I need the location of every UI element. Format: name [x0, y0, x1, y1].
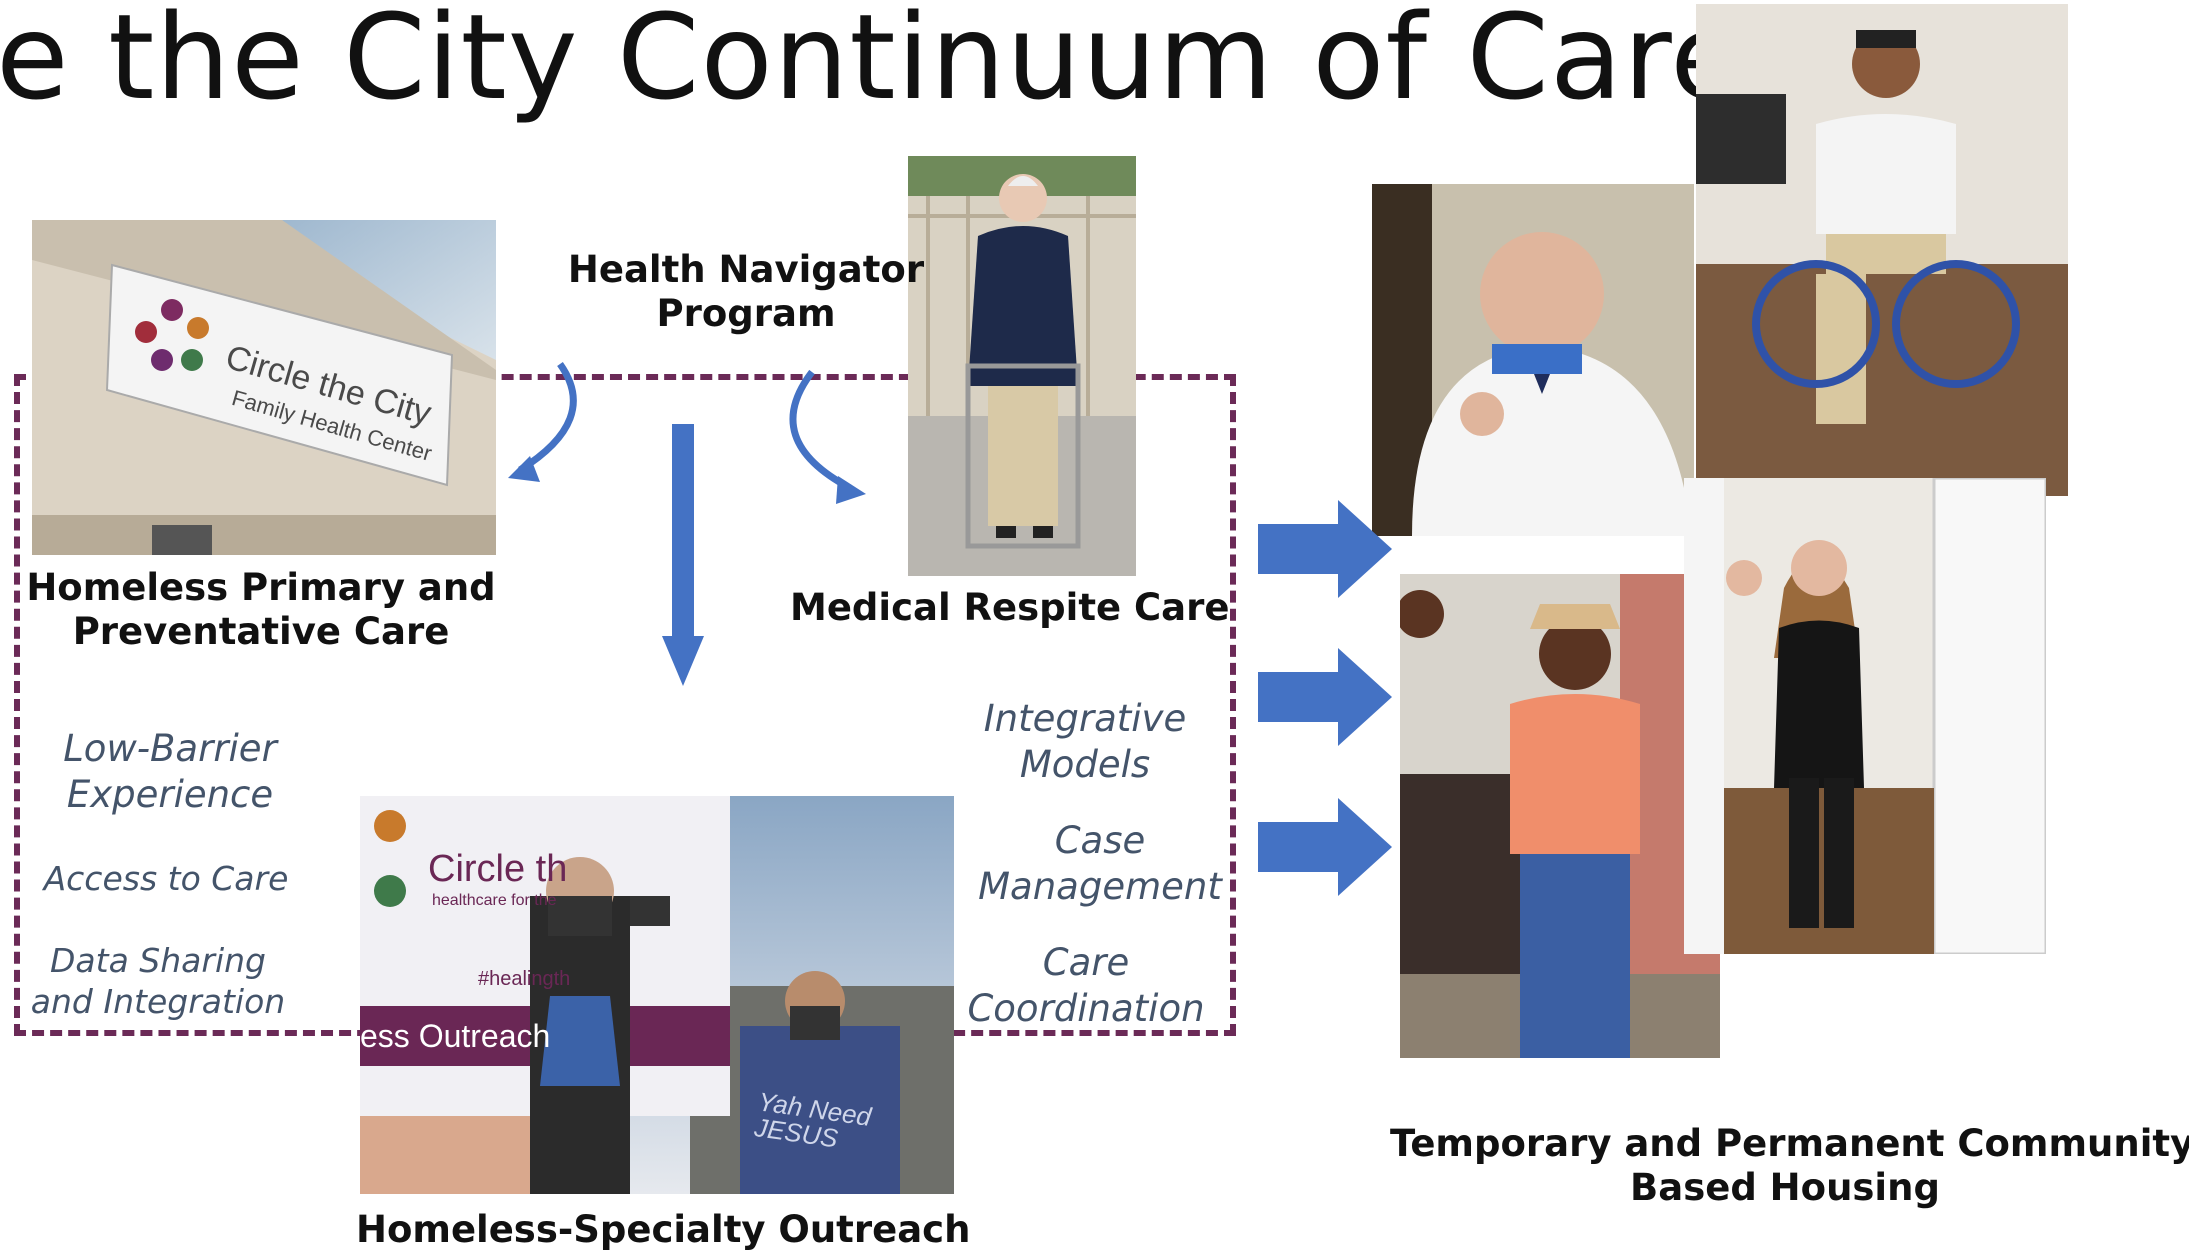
down-arrow-icon [662, 424, 704, 686]
clinic-building-photo: Circle the City Family Health Center [32, 220, 496, 555]
health-navigator-label: Health Navigator Program [567, 248, 925, 336]
feature-access-to-care: Access to Care [43, 859, 289, 898]
feature-low-barrier: Low-Barrier Experience [63, 727, 277, 817]
feature-case-management: Case Management [978, 819, 1222, 909]
van-side-text: ess Outreach [360, 1018, 551, 1054]
right-arrow-icon [1258, 500, 1392, 598]
housing-label: Temporary and Permanent Community- Based… [1390, 1122, 2189, 1210]
feature-data-sharing: Data Sharing and Integration [30, 941, 286, 1022]
housing-keys-photo [1372, 184, 1694, 536]
housing-wheelchair-photo [1696, 4, 2068, 496]
van-sign-name: Circle th [428, 848, 568, 890]
housing-waving-man-photo [1400, 574, 1720, 1058]
respite-care-label: Medical Respite Care [790, 586, 1230, 629]
slide-title: e the City Continuum of Care [0, 0, 1744, 126]
feature-integrative-models: Integrative Models [983, 697, 1187, 787]
housing-waving-woman-photo [1684, 478, 2046, 954]
outreach-van-photo: Circle th healthcare for the #healingth … [360, 796, 954, 1194]
right-arrow-icon [1258, 648, 1392, 746]
van-sign-tagline: healthcare for the [432, 892, 557, 909]
walker-patient-photo [908, 156, 1136, 576]
right-arrow-icon [1258, 798, 1392, 896]
curved-arrow-right-icon [789, 369, 866, 504]
curved-arrow-left-icon [508, 361, 577, 482]
outreach-label: Homeless-Specialty Outreach [356, 1208, 971, 1251]
van-hashtag: #healingth [478, 968, 571, 990]
primary-care-label: Homeless Primary and Preventative Care [26, 566, 496, 654]
feature-care-coordination: Care Coordination [967, 941, 1205, 1031]
